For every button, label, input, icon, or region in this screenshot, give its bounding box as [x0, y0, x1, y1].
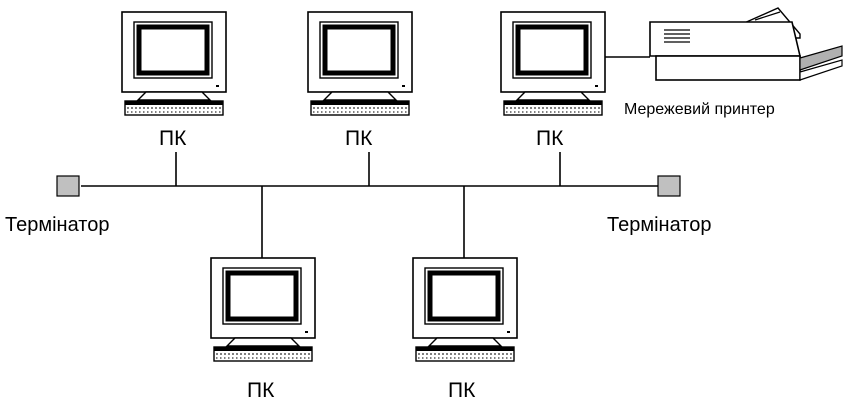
pc-label: ПК — [159, 127, 187, 150]
computer-icon — [122, 12, 226, 115]
terminator-icon — [657, 175, 681, 197]
computer-icon — [308, 12, 412, 115]
computer-icon — [501, 12, 605, 115]
pc-label: ПК — [536, 127, 564, 150]
pc-label: ПК — [247, 379, 275, 402]
pc-label: ПК — [345, 127, 373, 150]
terminator-label-right: Термінатор — [607, 214, 711, 236]
computer-icon — [413, 258, 517, 361]
terminator-icon — [56, 175, 80, 197]
pc-label: ПК — [448, 379, 476, 402]
terminator-label-left: Термінатор — [5, 214, 109, 236]
network-cabling — [81, 56, 659, 258]
printer-icon — [649, 7, 843, 81]
printer-label: Мережевий принтер — [624, 101, 775, 118]
computer-icon — [211, 258, 315, 361]
